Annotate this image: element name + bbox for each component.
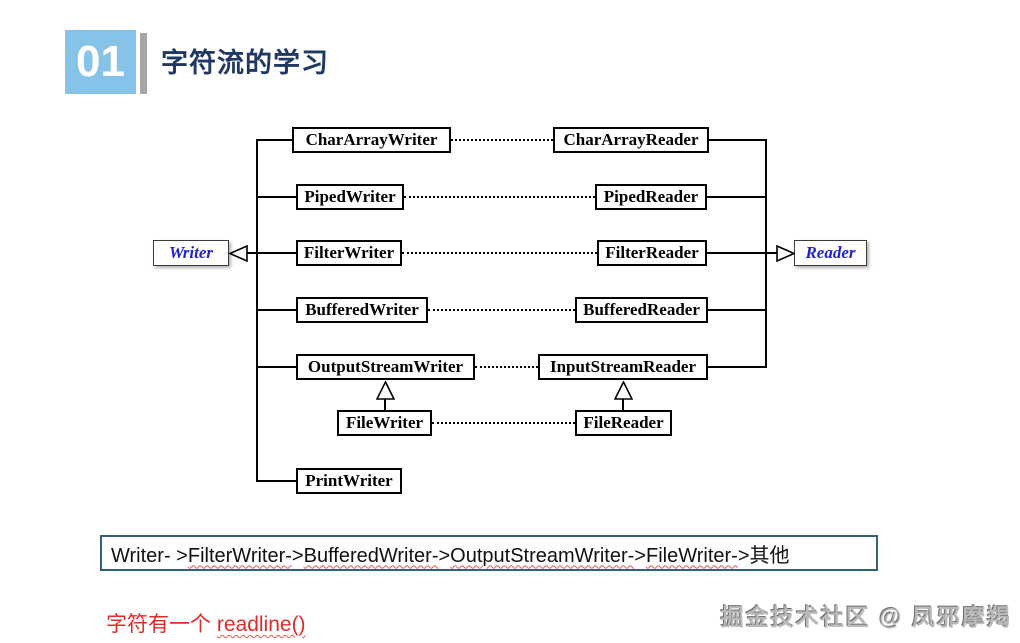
chain-segment: FilterWriter- [187,544,292,567]
watermark: 掘金技术社区 @ 凤邪摩羯 [720,604,1012,630]
connector-line [622,399,624,411]
inheritance-arrow-left-icon [229,245,248,262]
connector-line [707,252,778,254]
page-title: 字符流的学习 [161,48,329,78]
class-box-filterreader: FilterReader [597,240,707,266]
reader-root-box: Reader [794,240,867,266]
badge-divider-bar [140,33,147,94]
chain-segment: BufferedWriter- [303,544,439,567]
class-box-chararrayreader: CharArrayReader [553,127,709,153]
note-text: 字符有一个 readline() [106,608,306,638]
inheritance-arrow-right-icon [776,245,795,262]
connector-line [708,366,767,368]
dotted-link [475,366,538,368]
class-box-filterwriter: FilterWriter [296,240,402,266]
connector-line [708,309,767,311]
chain-segment: OutputStreamWriter- [450,544,635,567]
class-box-filereader: FileReader [575,410,672,436]
chain-text: Writer- >FilterWriter->BufferedWriter->O… [111,539,790,568]
dotted-link [428,309,575,311]
chain-segment: > [634,544,646,567]
connector-line [256,196,296,198]
chain-segment: > [291,544,304,567]
connector-line [256,480,296,482]
class-box-printwriter: PrintWriter [296,468,402,494]
inheritance-arrow-up-icon [614,381,633,400]
chain-segment: Writer- > [111,544,188,567]
class-box-outputstreamwriter: OutputStreamWriter [296,354,475,380]
chain-segment: > [438,544,451,567]
dotted-link [451,139,553,141]
connector-line [384,399,386,411]
class-box-inputstreamreader: InputStreamReader [538,354,708,380]
writer-root-box: Writer [153,240,229,266]
chain-segment: FileWriter- [645,544,738,567]
chain-segment: >其他 [737,544,790,567]
writer-chain-box: Writer- >FilterWriter->BufferedWriter->O… [100,535,878,571]
dotted-link [404,196,595,198]
connector-line [709,139,767,141]
class-box-bufferedreader: BufferedReader [575,297,708,323]
connector-line [247,252,296,254]
dotted-link [402,252,597,254]
dotted-link [432,422,575,424]
class-box-bufferedwriter: BufferedWriter [296,297,428,323]
connector-line [707,196,767,198]
note-prefix: 字符有一个 [106,613,217,636]
note-readline: readline() [216,613,306,636]
connector-line [256,139,292,141]
connector-line [256,309,296,311]
class-box-pipedwriter: PipedWriter [296,184,404,210]
class-box-pipedreader: PipedReader [595,184,707,210]
inheritance-arrow-up-icon [376,381,395,400]
section-number-badge: 01 [65,30,136,94]
connector-line [256,366,296,368]
class-box-chararraywriter: CharArrayWriter [292,127,451,153]
class-box-filewriter: FileWriter [337,410,432,436]
